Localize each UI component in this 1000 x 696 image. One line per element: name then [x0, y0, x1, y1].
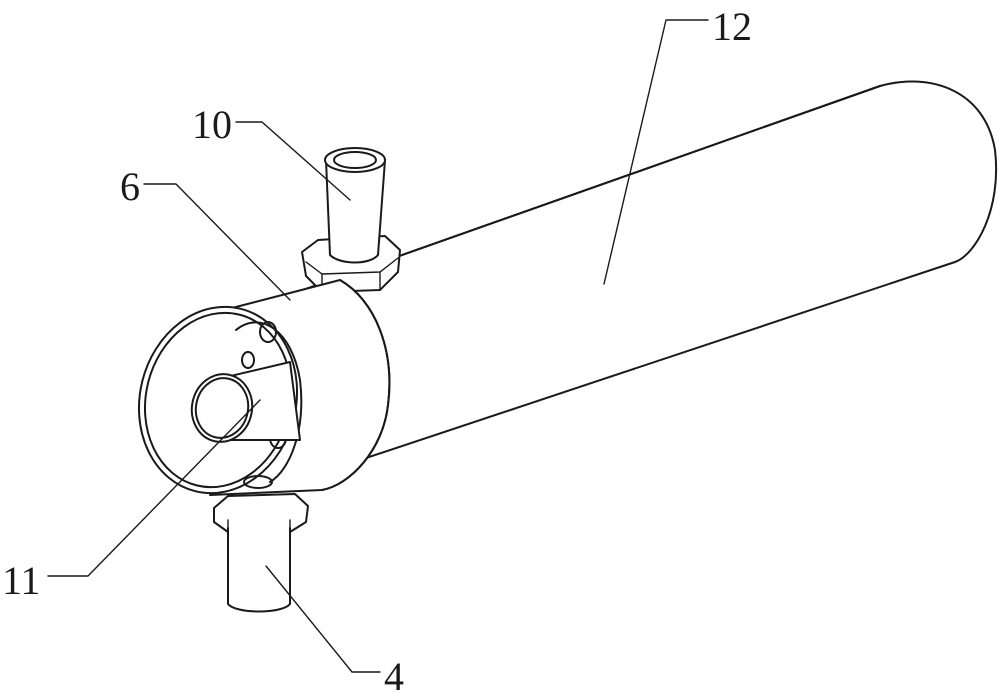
leader-lines — [47, 19, 709, 673]
leader-4 — [265, 565, 381, 673]
label-4: 4 — [384, 654, 404, 696]
bottom-hex-nut — [213, 493, 309, 533]
label-12: 12 — [712, 4, 752, 49]
label-10: 10 — [192, 102, 232, 147]
central-pipe — [190, 361, 301, 443]
leader-10 — [235, 121, 351, 201]
leader-12 — [603, 19, 709, 285]
top-pipe — [324, 147, 386, 264]
label-6: 6 — [120, 164, 140, 209]
label-11: 11 — [2, 558, 41, 603]
bottom-pipe — [227, 527, 291, 613]
leader-11 — [47, 399, 261, 577]
leader-6 — [143, 183, 291, 301]
